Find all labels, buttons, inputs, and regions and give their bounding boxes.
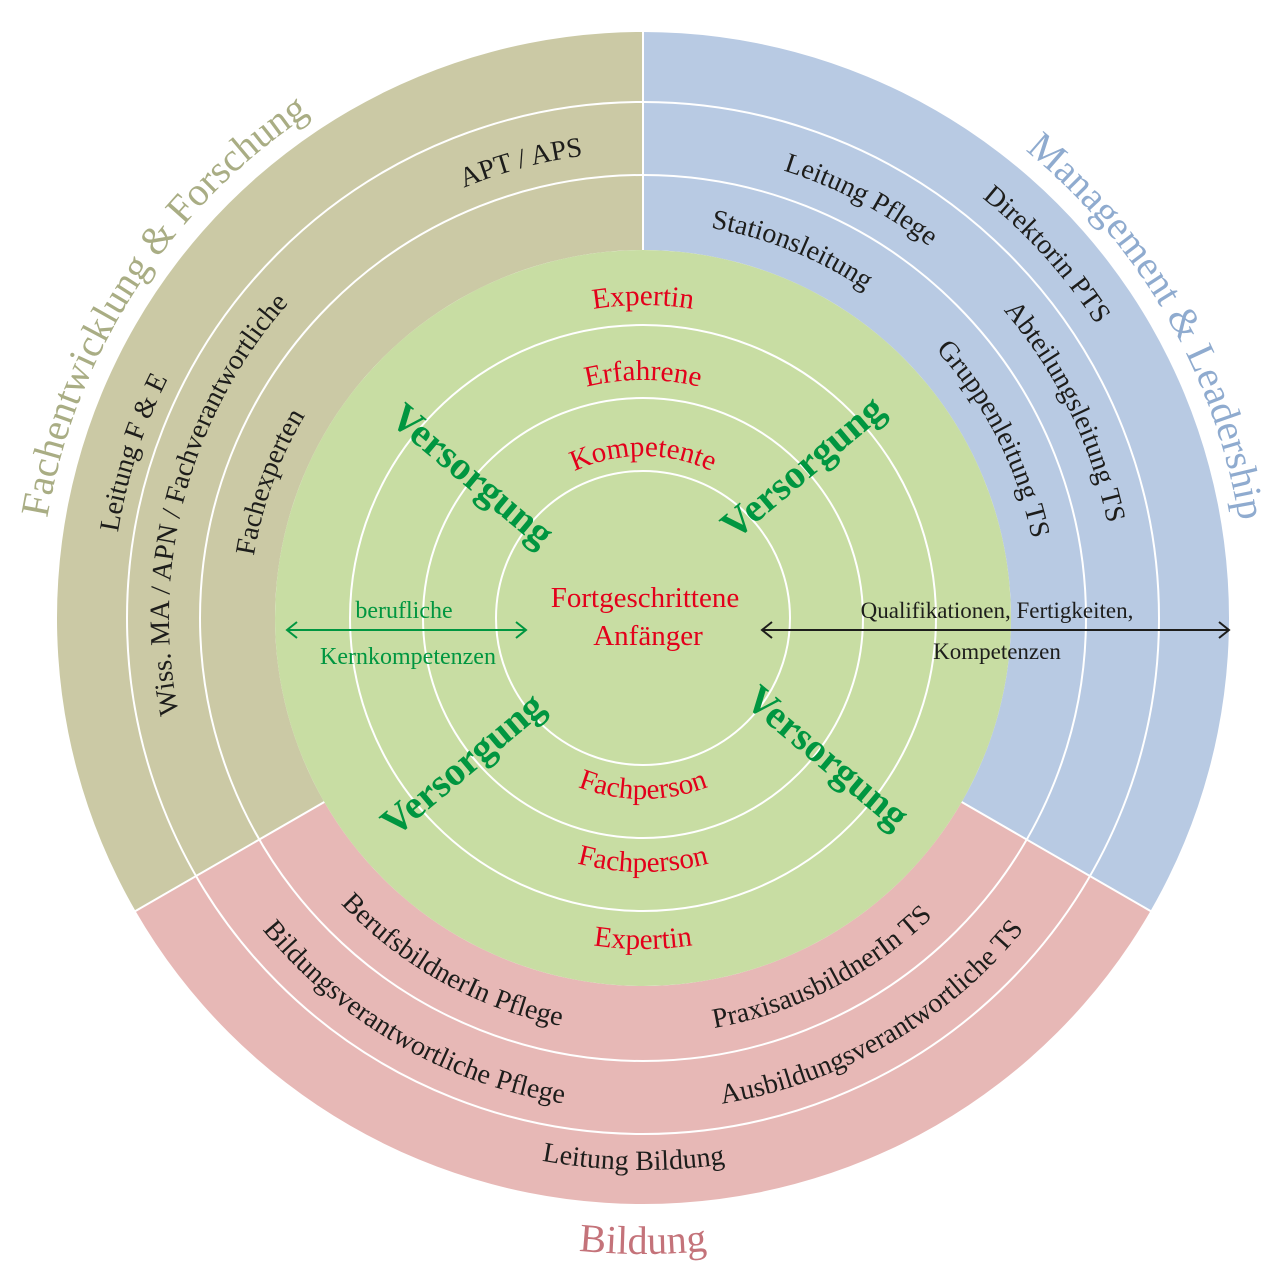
arrow-label-qualifikationen: Qualifikationen, Fertigkeiten, [861, 598, 1134, 623]
sector-label-bildung: Bildung [578, 1215, 708, 1263]
level-center-line1: Fortgeschrittene [551, 582, 739, 614]
sector-fachentwicklung [56, 32, 643, 911]
qualifikationen-arrow [760, 621, 1231, 639]
sector-divider [961, 801, 1153, 913]
ring-line [349, 324, 937, 912]
level-center-line2: Anfänger [593, 620, 703, 652]
arrow-label-berufliche: berufliche [355, 598, 452, 624]
ring-lines [126, 30, 1160, 1135]
ring-line [422, 397, 864, 839]
arrow-label-kernkompetenzen: Kernkompetenzen [320, 644, 496, 670]
ring-line [495, 470, 791, 766]
kernkompetenzen-arrow [285, 621, 528, 639]
level-bottom-expertin: Expertin [592, 920, 694, 956]
sector-bildung [135, 802, 1151, 1204]
arrow-label-kompetenzen: Kompetenzen [933, 639, 1061, 664]
level-top-expertin: Expertin [590, 280, 697, 316]
core-circle [275, 250, 1011, 986]
sector-management [643, 32, 1229, 911]
sector-divider [133, 801, 325, 913]
